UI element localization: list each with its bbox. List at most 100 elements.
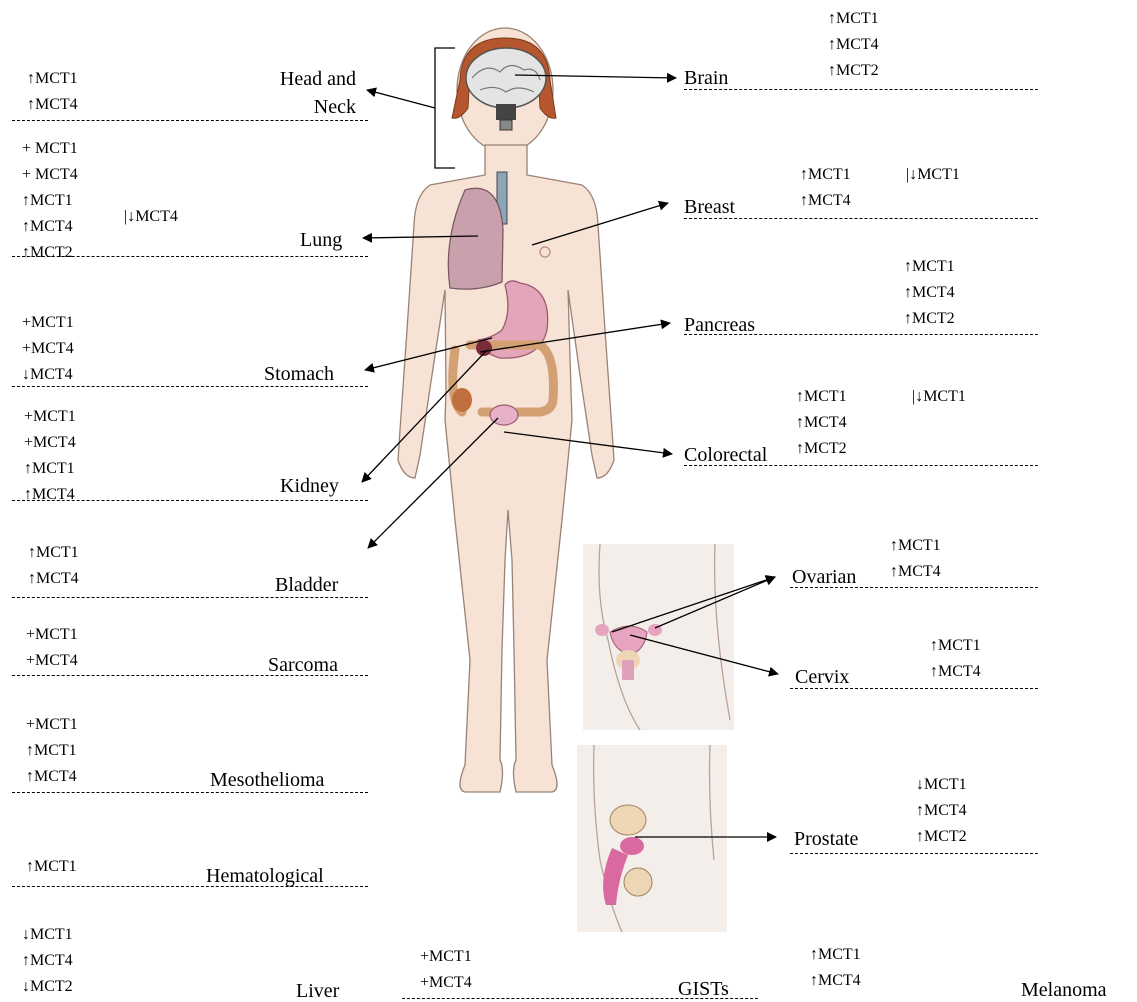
marker: +MCT4	[24, 430, 76, 456]
marker: ↑MCT4	[22, 214, 78, 240]
mesothelioma-title: Mesothelioma	[210, 769, 324, 791]
marker: +MCT1	[26, 622, 78, 648]
gut-mass	[452, 388, 472, 412]
marker: ↑MCT4	[26, 764, 78, 790]
pancreas-markers: ↑MCT1 ↑MCT4 ↑MCT2	[904, 254, 955, 332]
head-neck-bracket	[435, 48, 455, 168]
pelvis-inset-male	[577, 745, 727, 932]
gists-markers: +MCT1 +MCT4	[420, 944, 472, 996]
divider	[12, 792, 368, 793]
marker: +MCT4	[22, 336, 74, 362]
ovarian-markers: ↑MCT1 ↑MCT4	[890, 533, 941, 585]
marker: ↑MCT2	[916, 824, 967, 850]
marker: +MCT1	[22, 310, 74, 336]
kidney-markers: +MCT1 +MCT4 ↑MCT1 ↑MCT4	[24, 404, 76, 508]
marker: ↓MCT1	[916, 772, 967, 798]
marker: ↑MCT4	[22, 948, 73, 974]
prostate-title: Prostate	[794, 828, 858, 850]
divider	[790, 587, 1038, 588]
breast-markers: ↑MCT1 ↑MCT4	[800, 162, 851, 214]
bladder-markers: ↑MCT1 ↑MCT4	[28, 540, 79, 592]
lung-extra-marker: |↓MCT4	[124, 204, 178, 230]
marker: ↑MCT4	[800, 188, 851, 214]
divider	[12, 675, 368, 676]
marker: ↓MCT2	[22, 974, 73, 1000]
marker: ↑MCT1	[828, 6, 879, 32]
marker: ↑MCT1	[890, 533, 941, 559]
stomach-markers: +MCT1 +MCT4 ↓MCT4	[22, 310, 74, 388]
marker: ↑MCT4	[796, 410, 847, 436]
marker: ↑MCT1	[27, 66, 78, 92]
melanoma-markers: ↑MCT1 ↑MCT4	[810, 942, 861, 994]
kidney-title: Kidney	[280, 475, 339, 497]
breast-extra-marker: |↓MCT1	[906, 162, 960, 188]
head-neck-markers: ↑MCT1 ↑MCT4	[27, 66, 78, 118]
melanoma-title: Melanoma	[1021, 979, 1107, 1001]
divider	[12, 886, 368, 887]
liver-title: Liver	[296, 980, 339, 1002]
lung-markers: + MCT1 + MCT4 ↑MCT1 ↑MCT4 ↑MCT2	[22, 136, 78, 266]
hematological-markers: ↑MCT1	[26, 854, 77, 880]
head-neck-title-line2: Neck	[230, 96, 356, 118]
divider	[402, 998, 758, 999]
divider	[12, 386, 368, 387]
marker: ↑MCT1	[28, 540, 79, 566]
divider	[684, 89, 1038, 90]
marker: ↑MCT1	[24, 456, 76, 482]
marker: ↑MCT1	[904, 254, 955, 280]
gists-title: GISTs	[678, 978, 729, 1000]
lung-title: Lung	[300, 229, 342, 251]
marker: ↓MCT1	[22, 922, 73, 948]
marker: ↑MCT2	[22, 240, 78, 266]
marker: ↑MCT1	[810, 942, 861, 968]
divider	[12, 256, 368, 257]
liver-markers: ↓MCT1 ↑MCT4 ↓MCT2	[22, 922, 73, 1000]
head-neck-title-line1: Head and	[230, 68, 356, 90]
colorectal-extra-marker: |↓MCT1	[912, 384, 966, 410]
pancreas-title: Pancreas	[684, 314, 755, 336]
marker: ↑MCT1	[26, 738, 78, 764]
marker: + MCT1	[22, 136, 78, 162]
ovarian-title: Ovarian	[792, 566, 856, 588]
pelvis-inset-female	[583, 544, 734, 730]
marker: ↑MCT4	[904, 280, 955, 306]
marker: ↑MCT4	[890, 559, 941, 585]
marker: +MCT1	[24, 404, 76, 430]
divider	[12, 500, 368, 501]
divider	[12, 120, 368, 121]
marker: ↑MCT1	[800, 162, 851, 188]
hematological-title: Hematological	[206, 865, 324, 887]
cervix-title: Cervix	[795, 666, 849, 688]
marker: ↑MCT2	[796, 436, 847, 462]
marker: ↑MCT4	[27, 92, 78, 118]
sarcoma-title: Sarcoma	[268, 654, 338, 676]
breast-title: Breast	[684, 196, 735, 218]
colorectal-markers: ↑MCT1 ↑MCT4 ↑MCT2	[796, 384, 847, 462]
sarcoma-markers: +MCT1 +MCT4	[26, 622, 78, 674]
cervix-markers: ↑MCT1 ↑MCT4	[930, 633, 981, 685]
marker: ↑MCT1	[796, 384, 847, 410]
marker: ↑MCT2	[828, 58, 879, 84]
divider	[790, 853, 1038, 854]
marker: +MCT4	[26, 648, 78, 674]
marker: +MCT1	[420, 944, 472, 970]
marker: ↑MCT1	[22, 188, 78, 214]
marker: ↑MCT1	[26, 854, 77, 880]
bladder-title: Bladder	[275, 574, 338, 596]
marker: +MCT4	[420, 970, 472, 996]
marker: ↑MCT2	[904, 306, 955, 332]
divider	[12, 597, 368, 598]
divider	[684, 334, 1038, 335]
colorectal-title: Colorectal	[684, 444, 767, 466]
prostate-markers: ↓MCT1 ↑MCT4 ↑MCT2	[916, 772, 967, 850]
marker: +MCT1	[26, 712, 78, 738]
mesothelioma-markers: +MCT1 ↑MCT1 ↑MCT4	[26, 712, 78, 790]
marker: ↑MCT4	[916, 798, 967, 824]
marker: ↑MCT4	[828, 32, 879, 58]
marker: ↑MCT4	[810, 968, 861, 994]
divider	[790, 688, 1038, 689]
brain-title: Brain	[684, 67, 728, 89]
marker: ↓MCT4	[22, 362, 74, 388]
marker: ↑MCT4	[24, 482, 76, 508]
divider	[684, 218, 1038, 219]
